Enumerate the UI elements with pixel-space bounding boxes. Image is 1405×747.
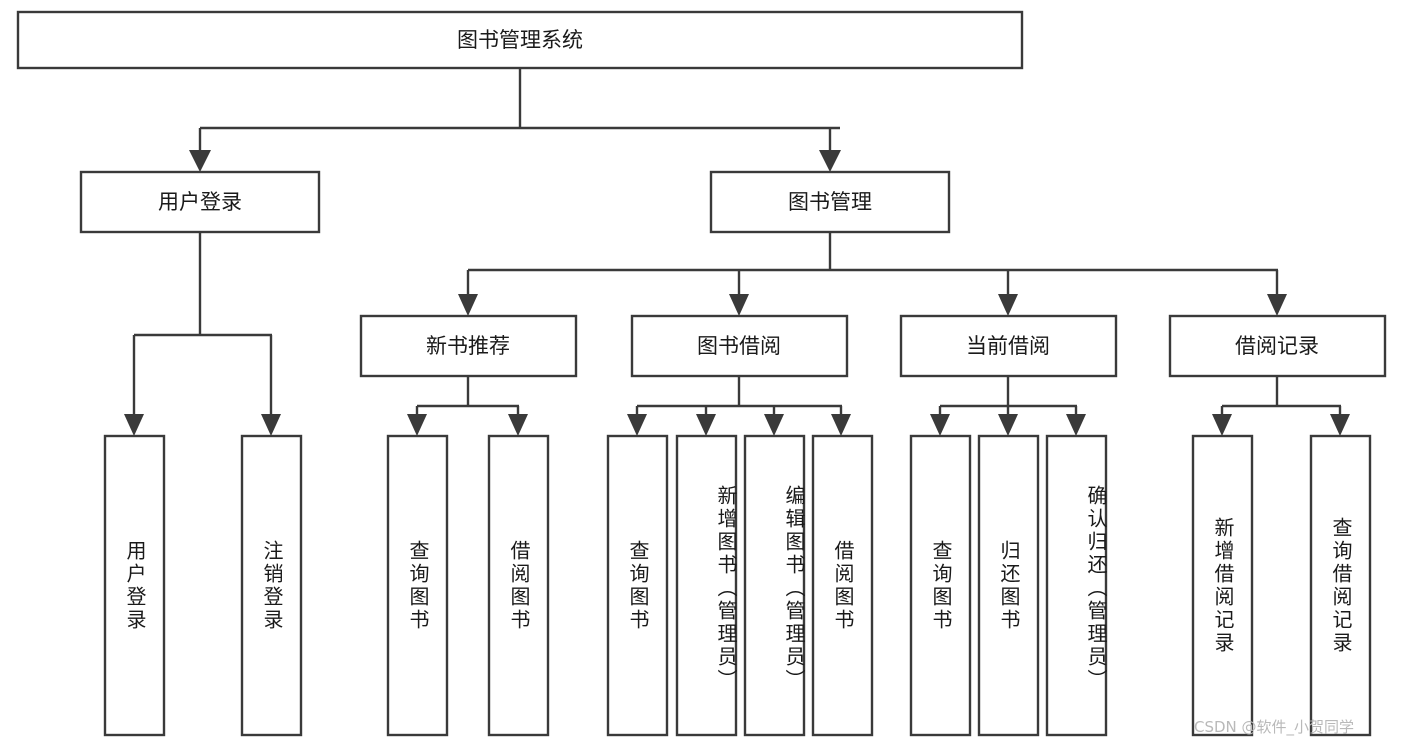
node-borrow-record[interactable]: 借阅记录 [1168,314,1387,378]
node-user-login-label: 用户登录 [158,190,242,214]
node-book-borrow-label: 图书借阅 [697,334,781,358]
node-leaf-confirm-return[interactable] [1045,434,1108,737]
node-current-borrow[interactable]: 当前借阅 [899,314,1118,378]
connector-root-to-level2 [189,68,841,172]
node-book-management-label: 图书管理 [788,190,872,214]
node-root-label: 图书管理系统 [457,28,583,52]
node-root[interactable]: 图书管理系统 [16,10,1024,70]
node-leaf-query-record[interactable] [1309,434,1372,737]
node-leaf-add-book[interactable] [675,434,738,737]
node-leaf-query-book-1[interactable] [386,434,449,737]
node-leaf-edit-book[interactable] [743,434,806,737]
node-new-book-recommend[interactable]: 新书推荐 [359,314,578,378]
node-leaf-borrow-book-2[interactable] [811,434,874,737]
node-leaf-add-record[interactable] [1191,434,1254,737]
node-borrow-record-label: 借阅记录 [1235,334,1319,358]
connector-bookmgmt-to-level3 [458,232,1287,316]
connector-newbook-to-leaves [407,376,528,436]
connector-borrowrecord-to-leaves [1212,376,1350,436]
node-leaf-query-book-3[interactable] [909,434,972,737]
node-book-management[interactable]: 图书管理 [709,170,951,234]
node-leaf-user-logout[interactable] [240,434,303,737]
csdn-watermark: CSDN @软件_小贺同学 [1194,718,1355,736]
node-leaf-borrow-book-1[interactable] [487,434,550,737]
connector-currentborrow-to-leaves [930,376,1086,436]
node-current-borrow-label: 当前借阅 [966,334,1050,358]
connector-bookborrow-to-leaves [627,376,851,436]
node-leaf-user-login[interactable] [103,434,166,737]
connector-userlogin-to-leaves [124,232,281,436]
node-new-book-recommend-label: 新书推荐 [426,334,510,358]
node-leaf-query-book-2[interactable] [606,434,669,737]
node-leaf-return-book[interactable] [977,434,1040,737]
node-user-login[interactable]: 用户登录 [79,170,321,234]
node-book-borrow[interactable]: 图书借阅 [630,314,849,378]
